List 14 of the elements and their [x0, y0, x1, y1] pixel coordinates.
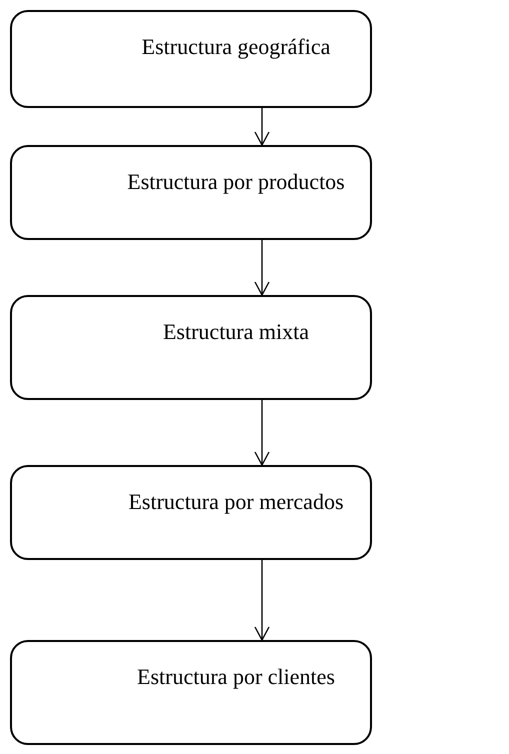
arrow — [254, 400, 270, 466]
rounded-box — [10, 10, 372, 108]
box-label: Estructura por clientes — [136, 664, 336, 690]
arrow — [254, 240, 270, 296]
rounded-box — [10, 465, 372, 560]
arrow — [254, 560, 270, 641]
box-label: Estructura por mercados — [127, 489, 345, 515]
rounded-box — [10, 145, 372, 240]
box-label: Estructura geográfica — [140, 34, 332, 60]
box-label: Estructura mixta — [162, 319, 310, 345]
rounded-box — [10, 295, 372, 400]
rounded-box — [10, 640, 372, 745]
box-label: Estructura por productos — [126, 169, 346, 195]
arrow — [254, 108, 270, 146]
